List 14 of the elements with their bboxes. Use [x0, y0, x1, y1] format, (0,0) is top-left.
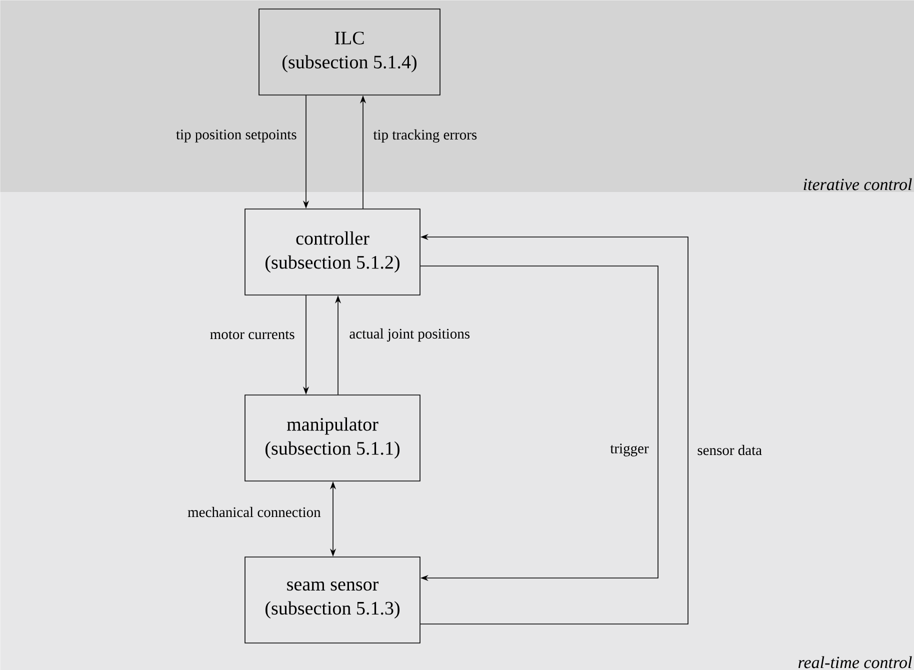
arrow [420, 266, 658, 582]
band-label: real-time control [798, 656, 912, 668]
edge-label: tip position setpoints [176, 130, 296, 142]
edge-label: motor currents [210, 330, 294, 340]
edge-label: sensor data [698, 444, 762, 456]
process-box: controller (subsection 5.1.2) [244, 208, 420, 296]
band-label: iterative control [804, 178, 912, 190]
edge-label: trigger [610, 444, 649, 456]
process-box: ILC (subsection 5.1.4) [258, 8, 440, 96]
process-box: seam sensor (subsection 5.1.3) [244, 556, 420, 644]
edge-label: tip tracking errors [373, 129, 477, 143]
edge-label: mechanical connection [188, 506, 321, 518]
edge-label: actual joint positions [350, 328, 470, 342]
process-box: manipulator (subsection 5.1.1) [244, 394, 420, 482]
